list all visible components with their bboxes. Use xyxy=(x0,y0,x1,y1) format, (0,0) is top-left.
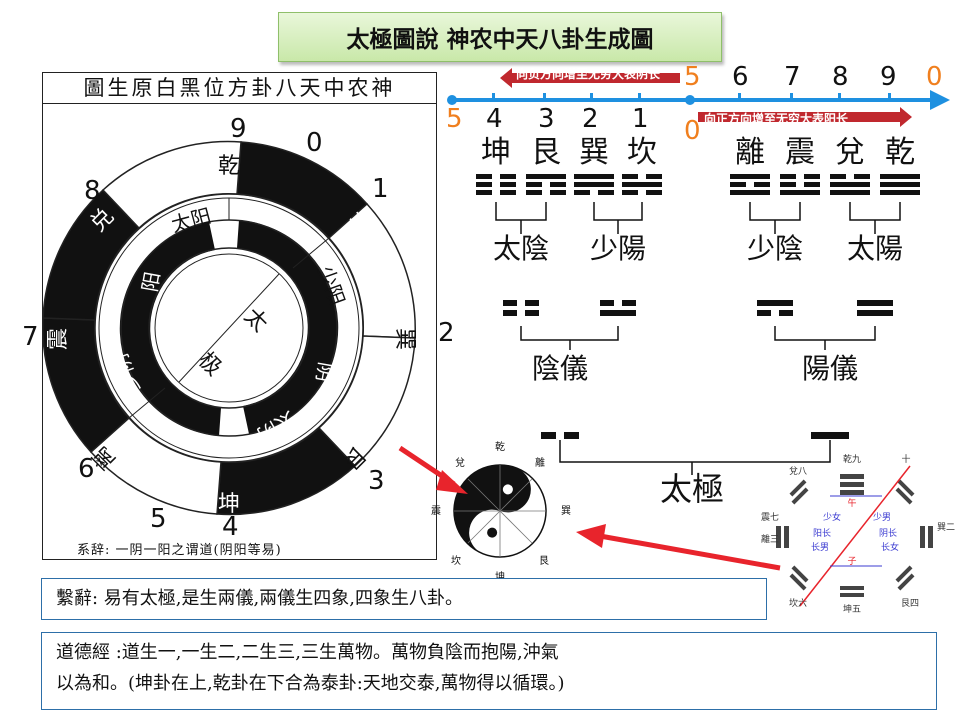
outer-number-1: 1 xyxy=(372,174,389,204)
bagua-label-dui: 兌八 xyxy=(789,466,807,477)
trigram-dui: 兌 xyxy=(835,135,865,170)
outer-number-3: 3 xyxy=(368,466,385,496)
trigram-kan: 坎 xyxy=(627,135,657,170)
trigram-gen: 艮 xyxy=(531,135,561,170)
trigram-xun: 巽 xyxy=(579,135,609,170)
xici-quote-text: 繫辭: 易有太極,是生兩儀,兩儀生四象,四象生八卦。 xyxy=(56,588,463,609)
outer-label-qian: 乾 xyxy=(218,154,240,179)
trigram-li: 離 xyxy=(735,135,765,170)
small-wheel-xun: 巽 xyxy=(561,505,571,517)
bagua-arrow-zhangnan: 长男 xyxy=(811,541,829,553)
xici-quote-box: 繫辭: 易有太極,是生兩儀,兩儀生四象,四象生八卦。 xyxy=(41,578,767,620)
bagua-label-kan: 坎六 xyxy=(789,597,807,609)
number-line xyxy=(447,68,950,127)
middle-ring-black-left xyxy=(119,222,221,436)
bagua-arrow-yinzhang: 阴长 xyxy=(879,527,897,539)
trigram-qian: 乾 xyxy=(885,135,915,170)
two-mode-yin: 陰儀 xyxy=(532,352,588,385)
outer-number-6: 6 xyxy=(78,454,95,484)
line-number-7: 7 xyxy=(784,62,801,92)
outer-number-0: 0 xyxy=(306,128,323,158)
line-number-8: 8 xyxy=(832,62,849,92)
center-label-ji: 极 xyxy=(193,348,226,381)
middle-ring-black-right xyxy=(237,220,339,434)
line-number-3: 3 xyxy=(538,104,555,134)
trigram-bars xyxy=(476,174,920,439)
middle-label-yin: 阴 xyxy=(311,360,338,384)
middle-label-yang: 阳 xyxy=(138,270,165,294)
bagua-label-li: 離三 xyxy=(761,533,779,545)
line-left-end-5: 5 xyxy=(446,104,463,134)
bagua-label-gen: 艮四 xyxy=(901,598,919,609)
daodejing-line-1: 道德經 :道生一,一生二,二生三,三生萬物。萬物負陰而抱陽,沖氣 xyxy=(56,642,559,663)
outer-number-7: 7 xyxy=(22,322,39,352)
left-panel-header: 圖生原白黑位方卦八天中农神 xyxy=(43,73,436,104)
line-number-6: 6 xyxy=(732,62,749,92)
bagua-arrow-diagram: 乾九 兌八 巽二 離三 震七 坎六 艮四 坤五 十 午 子 少女 阳长 长男 少… xyxy=(761,453,955,615)
bagua-label-wu: 午 xyxy=(847,497,856,509)
bagua-label-xun: 巽二 xyxy=(937,522,955,533)
bagua-label-zi: 子 xyxy=(847,556,856,567)
daodejing-line-2: 以為和。(坤卦在上,乾卦在下合為泰卦:天地交泰,萬物得以循環。) xyxy=(56,673,565,694)
center-label-tai: 太 xyxy=(239,304,272,337)
trigram-kun: 坤 xyxy=(481,135,511,170)
bagua-arrow-zhangnv: 长女 xyxy=(881,541,899,553)
two-mode-yang: 陽儀 xyxy=(802,352,858,385)
line-number-0: 0 xyxy=(926,62,943,92)
title-text: 太極圖說 神农中天八卦生成圖 xyxy=(346,26,654,53)
positive-direction-label: 向正方向增至无穷大表阳长 xyxy=(704,112,849,126)
outer-number-2: 2 xyxy=(438,318,455,348)
bagua-label-shi: 十 xyxy=(901,453,910,465)
outer-label-xun: 巽 xyxy=(392,328,417,350)
line-number-5: 5 xyxy=(684,62,701,92)
daodejing-quote-box: 道德經 :道生一,一生二,二生三,三生萬物。萬物負陰而抱陽,沖氣 以為和。(坤卦… xyxy=(41,632,937,710)
outer-number-9: 9 xyxy=(230,114,247,144)
negative-direction-label: 向负方向增至无穷大表阴长 xyxy=(516,67,661,81)
line-number-2: 2 xyxy=(582,104,599,134)
red-pointer-arrows xyxy=(398,445,781,571)
small-wheel-li: 離 xyxy=(535,456,545,469)
bagua-label-kun: 坤五 xyxy=(843,603,861,615)
outer-number-5: 5 xyxy=(150,504,167,534)
line-number-4: 4 xyxy=(486,104,503,134)
line-number-1: 1 xyxy=(632,104,649,134)
line-center-zero: 0 xyxy=(684,116,701,146)
page-title: 太極圖說 神农中天八卦生成圖 xyxy=(278,12,722,62)
outer-label-zhen: 震 xyxy=(46,328,71,350)
left-panel-footer: 系辞: 一阴一阳之谓道(阴阳等易) xyxy=(77,543,282,558)
concentric-wheel: 乾 坎 巽 艮 坤 离 震 兑 太阳 少阳 阴 太阴 少阴 阳 太 极 xyxy=(43,140,417,517)
root-taiji: 太極 xyxy=(660,470,724,508)
outer-number-8: 8 xyxy=(84,176,101,206)
small-wheel-kun: 坤 xyxy=(495,570,505,583)
small-wheel-kan: 坎 xyxy=(451,554,461,567)
four-image-shaoyang: 少陽 xyxy=(590,232,646,265)
bagua-label-zhen: 震七 xyxy=(761,512,779,523)
four-image-taiyin: 太陰 xyxy=(493,232,549,265)
trigram-tree: 坤 艮 巽 坎 離 震 兌 乾 太陰 少陽 少陰 太陽 陰儀 陽儀 太極 xyxy=(476,135,920,508)
bagua-arrow-shaonv: 少女 xyxy=(823,511,841,523)
trigram-zhen: 震 xyxy=(785,135,815,170)
bagua-arrow-yangzhang: 阳长 xyxy=(813,527,831,539)
bagua-label-qian: 乾九 xyxy=(843,453,861,465)
small-wheel-qian: 乾 xyxy=(495,440,505,453)
small-wheel-gen: 艮 xyxy=(539,555,549,567)
four-image-shaoyin: 少陰 xyxy=(747,232,803,265)
outer-label-kun: 坤 xyxy=(218,492,240,517)
bagua-arrow-shaonan: 少男 xyxy=(873,512,891,523)
left-diagram-panel: 圖生原白黑位方卦八天中农神 xyxy=(42,72,437,560)
line-number-9: 9 xyxy=(880,62,897,92)
four-image-taiyang: 太陽 xyxy=(847,232,903,265)
small-wheel-dui: 兌 xyxy=(455,457,465,469)
small-wheel-zhen: 震 xyxy=(431,505,441,517)
outer-number-4: 4 xyxy=(222,512,239,542)
small-yinyang-wheel: 乾 兌 離 震 坤 艮 坎 巽 xyxy=(431,440,571,583)
